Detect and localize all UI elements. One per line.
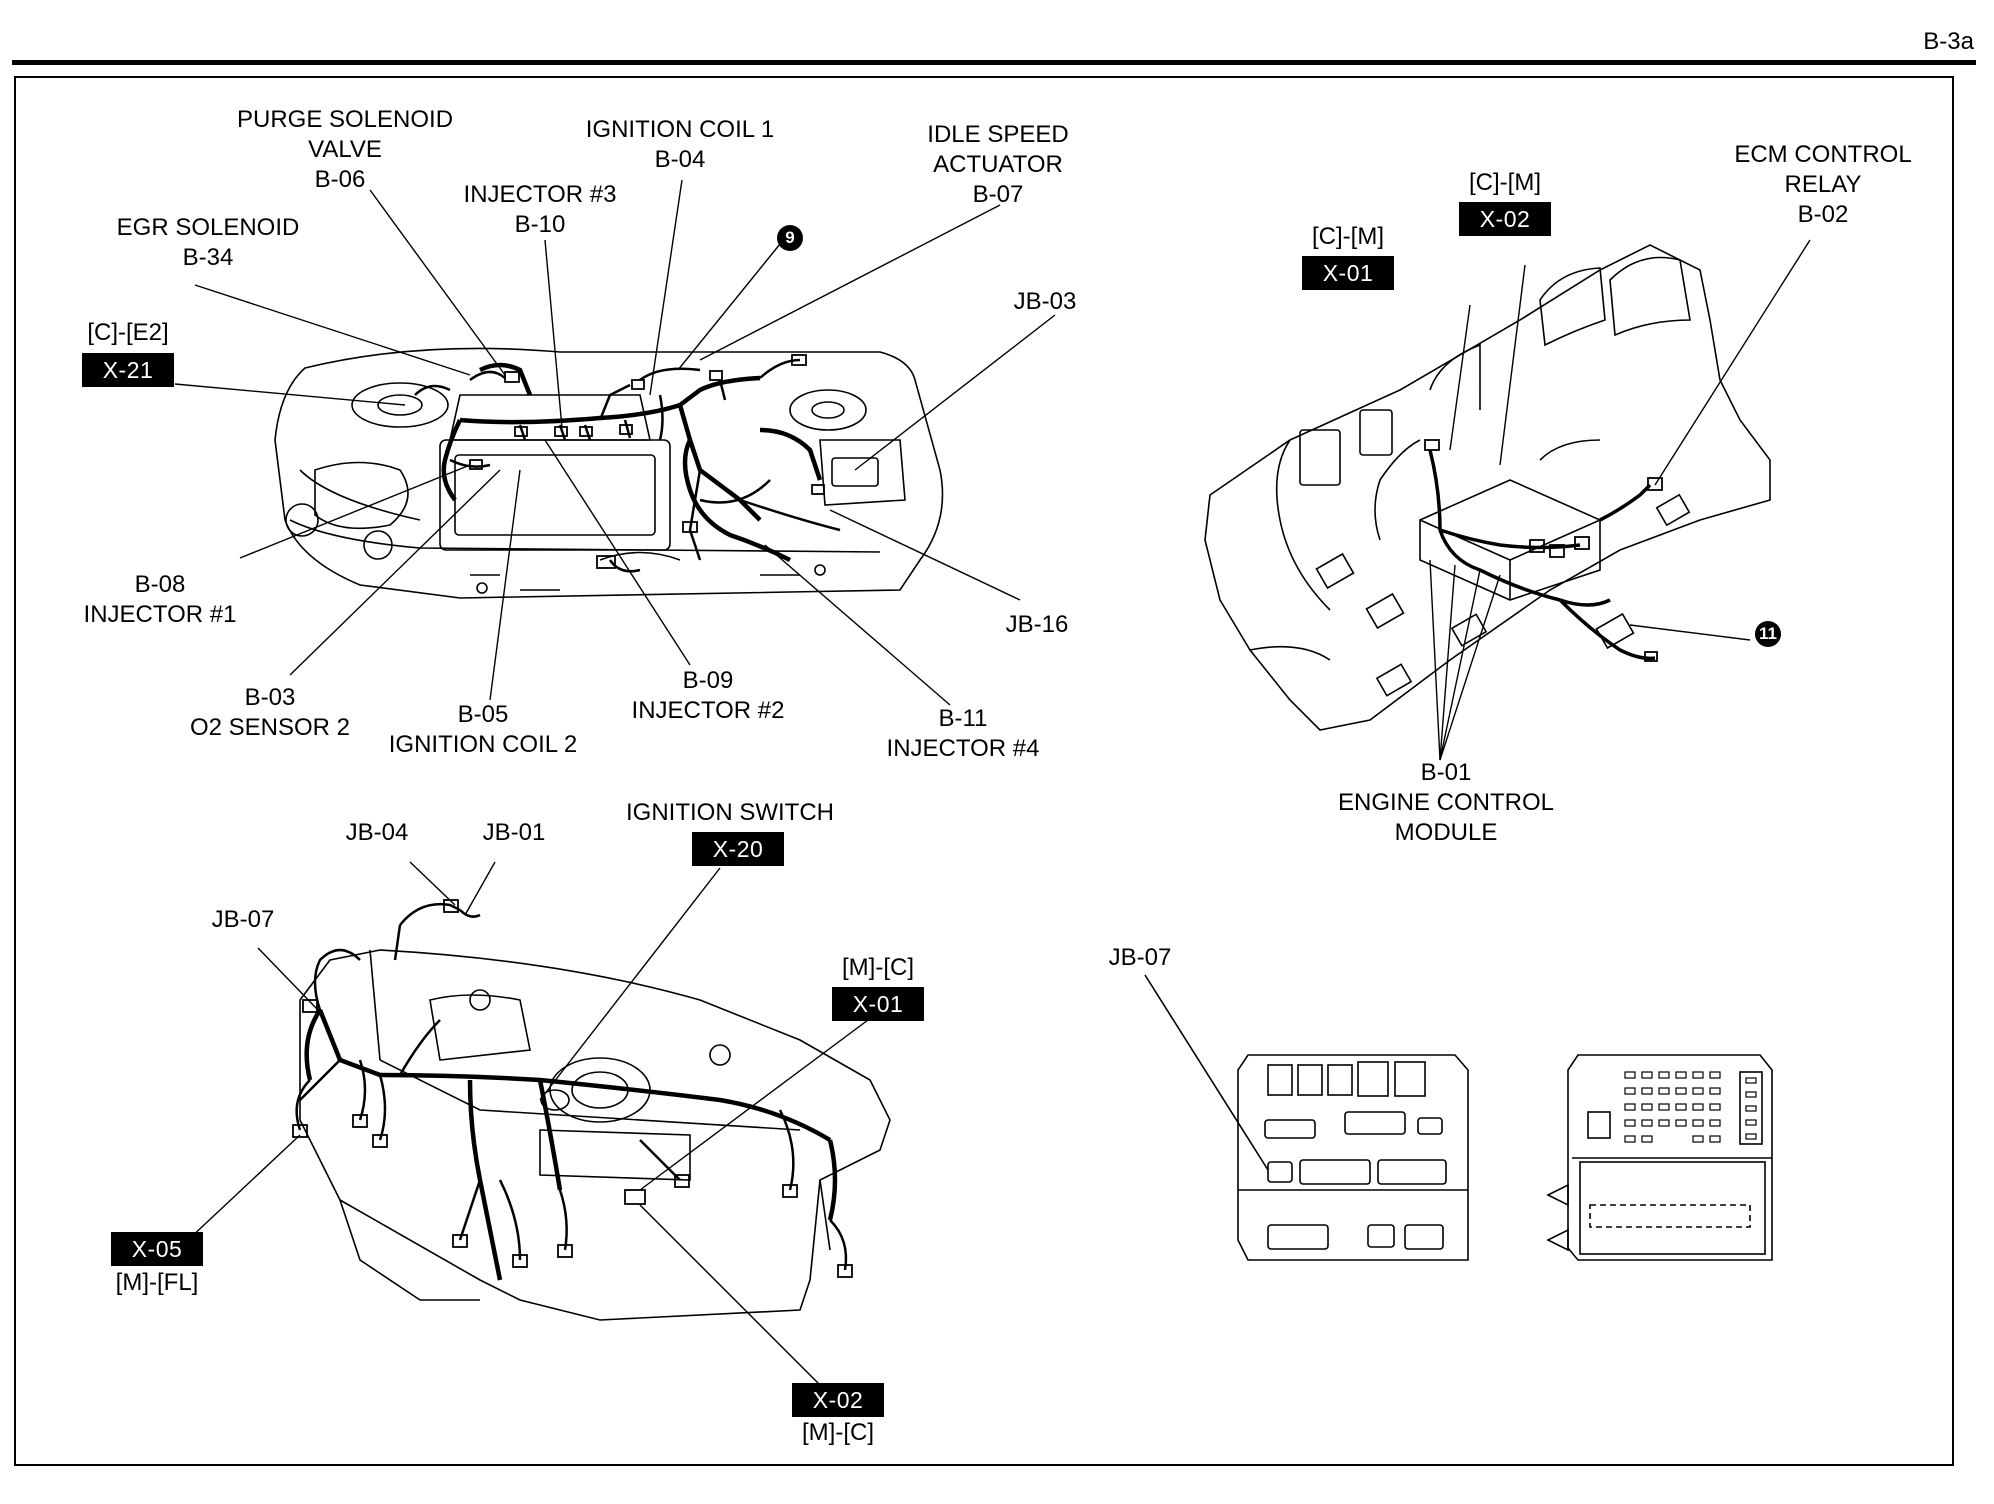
idle-speed-actuator-label: IDLE SPEED — [927, 121, 1069, 148]
header-rule — [12, 60, 1976, 65]
x-21-connector-code: [C]-[E2] — [87, 319, 169, 346]
jb-03-label: JB-03 — [1013, 288, 1077, 315]
o2-sensor-2-code: B-03 — [244, 684, 296, 711]
idle-speed-actuator-label-2: ACTUATOR — [933, 151, 1063, 178]
engine-bay-drawing — [174, 179, 1056, 706]
jb-04-label: JB-04 — [345, 819, 409, 846]
diagram-frame — [14, 76, 1954, 1466]
ecm-control-relay-label-2: RELAY — [1784, 171, 1862, 198]
injector-1-code: B-08 — [134, 571, 186, 598]
idle-speed-actuator-code: B-07 — [972, 181, 1024, 208]
junction-block-drawing — [1144, 974, 1773, 1261]
injector-2-code: B-09 — [682, 667, 734, 694]
dashboard-drawing — [187, 861, 891, 1391]
injector-1-label: INJECTOR #1 — [83, 601, 237, 628]
x-01-ecm-code: [C]-[M] — [1312, 223, 1384, 250]
ecm-control-relay-label: ECM CONTROL — [1734, 141, 1912, 168]
injector-3-label: INJECTOR #3 — [463, 181, 617, 208]
ignition-coil-2-label: IGNITION COIL 2 — [388, 731, 578, 758]
engine-control-module-code: B-01 — [1420, 759, 1472, 786]
x-02-ecm-tag: X-02 — [1459, 202, 1551, 236]
x-05-dash-tag: X-05 — [111, 1232, 203, 1266]
egr-solenoid-code: B-34 — [182, 244, 234, 271]
x-02-ecm-code: [C]-[M] — [1469, 169, 1541, 196]
ecm-area-drawing — [1204, 239, 1811, 761]
x-01-ecm-tag: X-01 — [1302, 256, 1394, 290]
x-01-dash-code: [M]-[C] — [842, 954, 914, 981]
x-02-dash-tag: X-02 — [792, 1383, 884, 1417]
x-02-dash-code: [M]-[C] — [802, 1419, 874, 1446]
injector-4-code: B-11 — [938, 705, 988, 732]
egr-solenoid-label: EGR SOLENOID — [116, 214, 300, 241]
jb-07-block-label: JB-07 — [1108, 944, 1172, 971]
reference-bullet-11: 11 — [1755, 621, 1781, 647]
purge-solenoid-label-2: VALVE — [308, 136, 382, 163]
ignition-coil-1-code: B-04 — [654, 146, 706, 173]
injector-2-label: INJECTOR #2 — [631, 697, 785, 724]
jb-07-dash-label: JB-07 — [211, 906, 275, 933]
x-20-ignition-switch-tag: X-20 — [692, 832, 784, 866]
ignition-coil-1-label: IGNITION COIL 1 — [585, 116, 775, 143]
purge-solenoid-code: B-06 — [314, 166, 366, 193]
injector-3-code: B-10 — [514, 211, 566, 238]
reference-bullet-9: 9 — [777, 225, 803, 251]
jb-16-label: JB-16 — [1005, 611, 1069, 638]
injector-4-label: INJECTOR #4 — [886, 735, 1040, 762]
x-05-dash-code: [M]-[FL] — [115, 1269, 199, 1296]
jb-01-label: JB-01 — [482, 819, 546, 846]
ecm-control-relay-code: B-02 — [1797, 201, 1849, 228]
o2-sensor-2-label: O2 SENSOR 2 — [189, 714, 351, 741]
engine-control-module-label-2: MODULE — [1394, 819, 1498, 846]
ignition-coil-2-code: B-05 — [457, 701, 509, 728]
page-number: B-3a — [1923, 28, 1974, 55]
ignition-switch-label: IGNITION SWITCH — [626, 799, 834, 826]
engine-control-module-label: ENGINE CONTROL — [1337, 789, 1555, 816]
purge-solenoid-label: PURGE SOLENOID — [236, 106, 454, 133]
x-21-connector-tag: X-21 — [82, 353, 174, 387]
x-01-dash-tag: X-01 — [832, 987, 924, 1021]
